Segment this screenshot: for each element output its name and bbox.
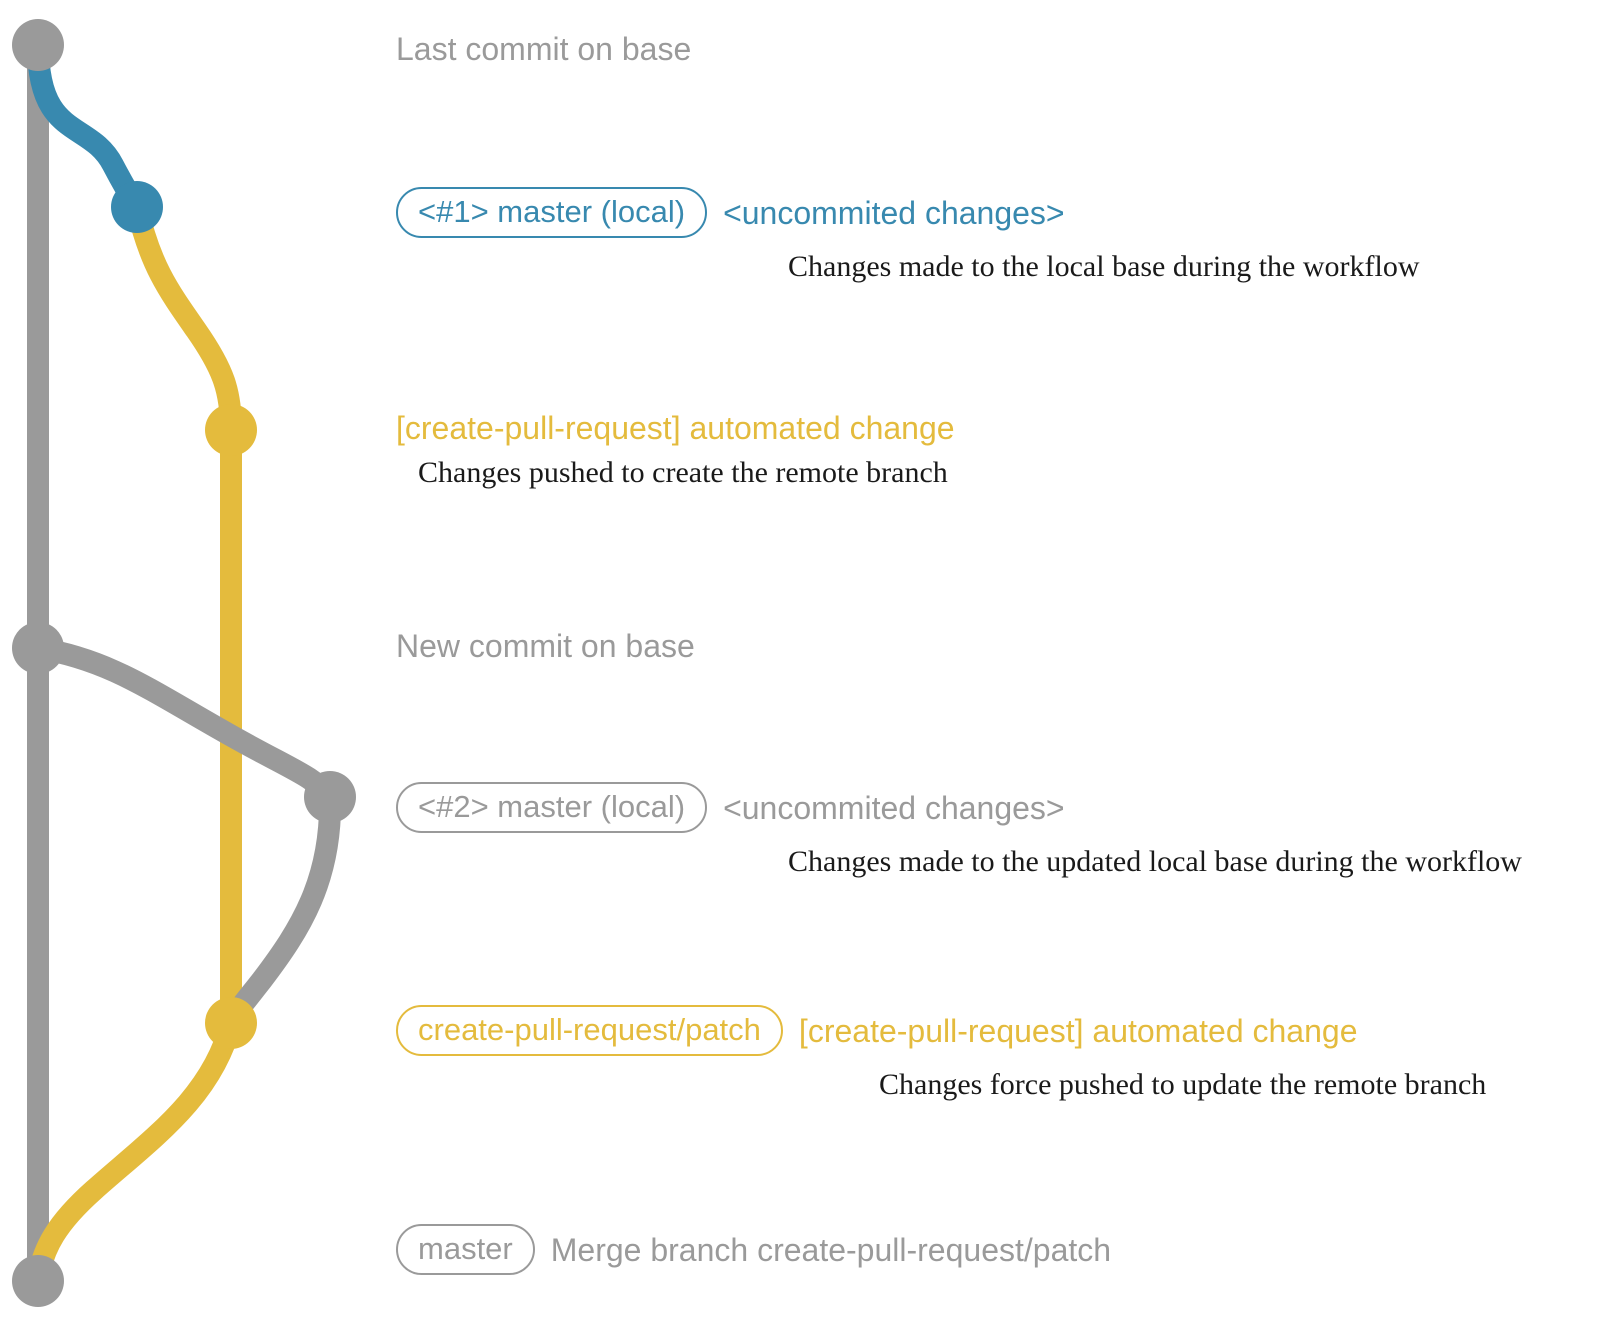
row-main: Last commit on base	[396, 33, 691, 65]
row-main: <#1> master (local) <uncommited changes>	[396, 187, 1420, 238]
node-patch-commit-2	[205, 997, 257, 1049]
commit-message: <uncommited changes>	[723, 194, 1065, 231]
edge-patch2-to-merge	[27, 1012, 242, 1292]
row-create-pull-request-patch: create-pull-request/patch [create-pull-r…	[396, 1005, 1486, 1100]
commit-message: Merge branch create-pull-request/patch	[550, 1231, 1112, 1268]
edge-local1-to-patch1	[126, 196, 242, 441]
node-base-new	[12, 622, 64, 674]
branch-badge-master-local-2[interactable]: <#2> master (local)	[396, 782, 708, 833]
row-last-commit-on-base: Last commit on base	[396, 33, 691, 65]
row-main: <#2> master (local) <uncommited changes>	[396, 782, 1522, 833]
commit-message: New commit on base	[396, 628, 695, 664]
row-main: New commit on base	[396, 630, 695, 662]
row-master-local-1: <#1> master (local) <uncommited changes>…	[396, 187, 1420, 282]
node-merge-commit	[12, 1255, 64, 1307]
commit-message: Last commit on base	[396, 31, 692, 67]
commit-note: Changes made to the local base during th…	[788, 250, 1420, 283]
commit-message: <uncommited changes>	[723, 789, 1065, 826]
commit-nodes	[12, 19, 356, 1307]
row-main: create-pull-request/patch [create-pull-r…	[396, 1005, 1486, 1056]
node-local-commit-2	[304, 771, 356, 823]
node-patch-commit-1	[205, 404, 257, 456]
row-main: [create-pull-request] automated change	[396, 412, 955, 444]
row-main: master Merge branch create-pull-request/…	[396, 1224, 1111, 1275]
row-master-local-2: <#2> master (local) <uncommited changes>…	[396, 782, 1522, 877]
branch-badge-master[interactable]: master	[396, 1224, 535, 1275]
row-master-merge: master Merge branch create-pull-request/…	[396, 1224, 1111, 1275]
row-automated-change-1: [create-pull-request] automated change C…	[396, 412, 955, 488]
commit-note: Changes pushed to create the remote bran…	[418, 456, 948, 489]
commit-note: Changes force pushed to update the remot…	[879, 1068, 1487, 1101]
node-local-commit-1	[111, 181, 163, 233]
edge-basenew-to-local2	[27, 637, 341, 808]
node-base-head	[12, 19, 64, 71]
commit-message: [create-pull-request] automated change	[798, 1012, 1358, 1049]
branch-badge-master-local-1[interactable]: <#1> master (local)	[396, 187, 708, 238]
commit-note: Changes made to the updated local base d…	[788, 845, 1522, 878]
branch-badge-create-pull-request-patch[interactable]: create-pull-request/patch	[396, 1005, 783, 1056]
row-new-commit-on-base: New commit on base	[396, 630, 695, 662]
commit-message: [create-pull-request] automated change	[396, 410, 955, 446]
